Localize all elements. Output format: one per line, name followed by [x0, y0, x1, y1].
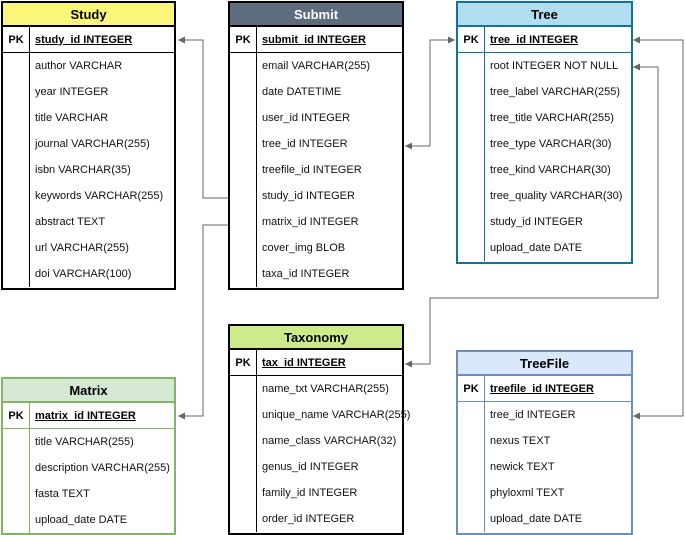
- field-row: treefile_id INTEGER: [262, 164, 362, 176]
- table-title: Taxonomy: [230, 326, 402, 350]
- arrowhead-matrix-pk: [178, 412, 185, 420]
- field-row: tree_title VARCHAR(255): [490, 112, 614, 124]
- arrowhead-tree-root: [633, 63, 640, 71]
- field-list: email VARCHAR(255) date DATETIME user_id…: [230, 53, 402, 287]
- primary-key-field: study_id INTEGER: [35, 33, 133, 46]
- table-title: Submit: [230, 3, 402, 27]
- field-row: title VARCHAR: [35, 112, 109, 124]
- primary-key-row: PK matrix_id INTEGER: [3, 403, 174, 429]
- field-row: fasta TEXT: [35, 488, 90, 500]
- table-title: Tree: [458, 3, 631, 27]
- field-row: tree_id INTEGER: [262, 138, 348, 150]
- field-list: title VARCHAR(255) description VARCHAR(2…: [3, 429, 174, 533]
- arrowhead-tree-pk: [448, 36, 455, 44]
- field-row: user_id INTEGER: [262, 112, 351, 124]
- field-row: description VARCHAR(255): [35, 462, 170, 474]
- pk-label: PK: [463, 33, 479, 46]
- field-list: author VARCHAR year INTEGER title VARCHA…: [3, 53, 174, 287]
- primary-key-field: submit_id INTEGER: [262, 33, 366, 46]
- arrowhead-treefile-tree-id: [633, 412, 640, 420]
- table-matrix[interactable]: Matrix PK matrix_id INTEGER title VARCHA…: [1, 377, 176, 535]
- arrowhead-tree-pk-right: [633, 36, 640, 44]
- table-title: TreeFile: [458, 352, 631, 376]
- field-row: name_txt VARCHAR(255): [262, 383, 389, 395]
- arrowhead-submit-tree-id: [405, 142, 412, 150]
- field-row: year INTEGER: [35, 86, 109, 98]
- field-row: tree_label VARCHAR(255): [490, 86, 621, 98]
- primary-key-row: PK treefile_id INTEGER: [458, 376, 631, 402]
- field-row: email VARCHAR(255): [262, 60, 370, 72]
- primary-key-row: PK tree_id INTEGER: [458, 27, 631, 53]
- connector-submit-matrix: [178, 224, 228, 417]
- pk-label: PK: [235, 356, 251, 369]
- field-row: tree_kind VARCHAR(30): [490, 164, 611, 176]
- field-row: isbn VARCHAR(35): [35, 164, 131, 176]
- field-row: upload_date DATE: [490, 242, 583, 254]
- pk-label: PK: [8, 33, 24, 46]
- field-row: study_id INTEGER: [262, 190, 355, 202]
- field-row: doi VARCHAR(100): [35, 268, 132, 280]
- table-taxonomy[interactable]: Taxonomy PK tax_id INTEGER name_txt VARC…: [228, 324, 411, 535]
- pk-label: PK: [8, 409, 24, 422]
- field-row: tree_id INTEGER: [490, 409, 576, 421]
- connector-submit-tree: [405, 39, 455, 147]
- field-row: study_id INTEGER: [490, 216, 583, 228]
- arrowhead-study-pk: [178, 36, 185, 44]
- connector-submit-study: [178, 39, 228, 199]
- field-list: root INTEGER NOT NULL tree_label VARCHAR…: [458, 53, 631, 261]
- field-row: tree_type VARCHAR(30): [490, 138, 612, 150]
- field-row: nexus TEXT: [490, 435, 551, 447]
- arrowhead-taxonomy-pk: [405, 360, 412, 368]
- field-row: phyloxml TEXT: [490, 487, 565, 499]
- table-study[interactable]: Study PK study_id INTEGER author VARCHAR…: [1, 1, 176, 290]
- table-title: Matrix: [3, 379, 174, 403]
- field-list: tree_id INTEGER nexus TEXT newick TEXT p…: [458, 402, 631, 532]
- table-tree[interactable]: Tree PK tree_id INTEGER root INTEGER NOT…: [456, 1, 633, 264]
- field-row: order_id INTEGER: [262, 513, 355, 525]
- primary-key-field: tree_id INTEGER: [490, 33, 579, 46]
- field-row: unique_name VARCHAR(255): [262, 409, 411, 421]
- primary-key-field: tax_id INTEGER: [262, 356, 346, 369]
- primary-key-field: matrix_id INTEGER: [35, 409, 136, 422]
- field-row: upload_date DATE: [490, 513, 583, 525]
- primary-key-field: treefile_id INTEGER: [490, 382, 594, 395]
- field-row: genus_id INTEGER: [262, 461, 359, 473]
- field-row: abstract TEXT: [35, 216, 106, 228]
- primary-key-row: PK tax_id INTEGER: [230, 350, 402, 376]
- field-row: cover_img BLOB: [262, 242, 346, 254]
- field-row: tree_quality VARCHAR(30): [490, 190, 623, 202]
- connector-treefile-tree: [633, 39, 684, 417]
- field-row: date DATETIME: [262, 86, 342, 98]
- field-row: upload_date DATE: [35, 514, 128, 526]
- field-row: taxa_id INTEGER: [262, 268, 350, 280]
- primary-key-row: PK study_id INTEGER: [3, 27, 174, 53]
- field-row: newick TEXT: [490, 461, 555, 473]
- field-row: name_class VARCHAR(32): [262, 435, 397, 447]
- field-row: author VARCHAR: [35, 60, 123, 72]
- table-title: Study: [3, 3, 174, 27]
- pk-label: PK: [463, 382, 479, 395]
- field-row: keywords VARCHAR(255): [35, 190, 164, 202]
- field-row: root INTEGER NOT NULL: [490, 60, 619, 72]
- table-treefile[interactable]: TreeFile PK treefile_id INTEGER tree_id …: [456, 350, 633, 535]
- primary-key-row: PK submit_id INTEGER: [230, 27, 402, 53]
- field-row: family_id INTEGER: [262, 487, 358, 499]
- field-list: name_txt VARCHAR(255) unique_name VARCHA…: [230, 376, 411, 532]
- field-row: matrix_id INTEGER: [262, 216, 359, 228]
- field-row: url VARCHAR(255): [35, 242, 129, 254]
- pk-label: PK: [235, 33, 251, 46]
- field-row: title VARCHAR(255): [35, 436, 134, 448]
- field-row: journal VARCHAR(255): [35, 138, 150, 150]
- table-submit[interactable]: Submit PK submit_id INTEGER email VARCHA…: [228, 1, 404, 290]
